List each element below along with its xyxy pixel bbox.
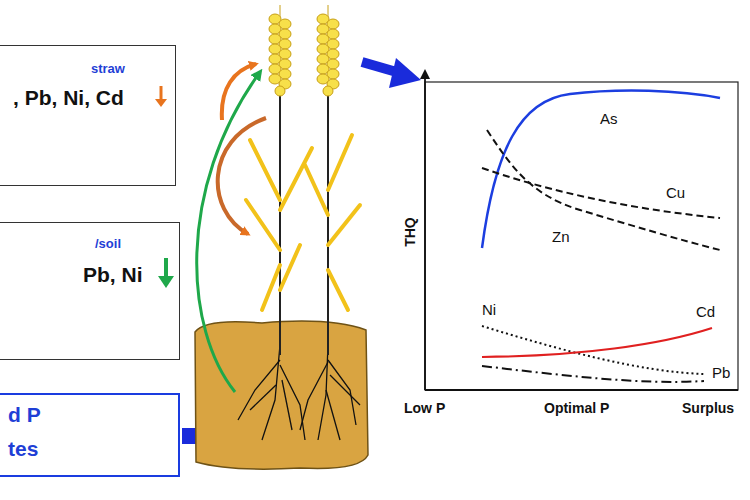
down-arrow-icon xyxy=(158,258,174,288)
output-arrow xyxy=(362,58,421,88)
transfer-arrow xyxy=(222,64,256,120)
series-label: As xyxy=(598,110,620,127)
soil xyxy=(195,321,368,469)
box-heading: /soil xyxy=(95,237,121,252)
cd-curve xyxy=(482,328,712,357)
axis-tick: Optimal P xyxy=(542,400,611,416)
axis-tick: Surplus xyxy=(680,400,736,416)
metal-box: straw , Pb, Ni, Cd xyxy=(0,45,176,186)
element-list: Pb, Ni xyxy=(83,263,143,287)
wheat-stem xyxy=(280,95,328,355)
series-label: Ni xyxy=(480,301,498,318)
down-arrow-icon xyxy=(155,86,167,107)
uptake-arrow xyxy=(197,72,260,392)
series-label: Pb xyxy=(710,364,732,381)
element-list: , Pb, Ni, Cd xyxy=(13,86,124,110)
wheat-leaf xyxy=(246,135,360,310)
zn-curve xyxy=(487,130,720,250)
roots xyxy=(238,345,360,440)
axis-title: THQ xyxy=(402,215,418,249)
cu-curve xyxy=(482,168,720,218)
wheat-ear xyxy=(317,5,339,96)
wheat-ear xyxy=(269,5,291,96)
axis-tick: Low P xyxy=(402,400,447,416)
element-list: tes xyxy=(8,437,38,461)
metal-box: /soilPb, Ni xyxy=(0,222,180,360)
series-label: Zn xyxy=(550,228,572,245)
series-label: Cu xyxy=(664,184,687,201)
chart-frame xyxy=(425,74,738,390)
treatment-box: d P tes xyxy=(0,393,180,477)
box-heading: straw xyxy=(91,62,125,77)
box-heading: d P xyxy=(8,403,41,427)
series-label: Cd xyxy=(694,303,717,320)
pb-curve xyxy=(482,366,704,382)
as-curve xyxy=(482,91,720,248)
